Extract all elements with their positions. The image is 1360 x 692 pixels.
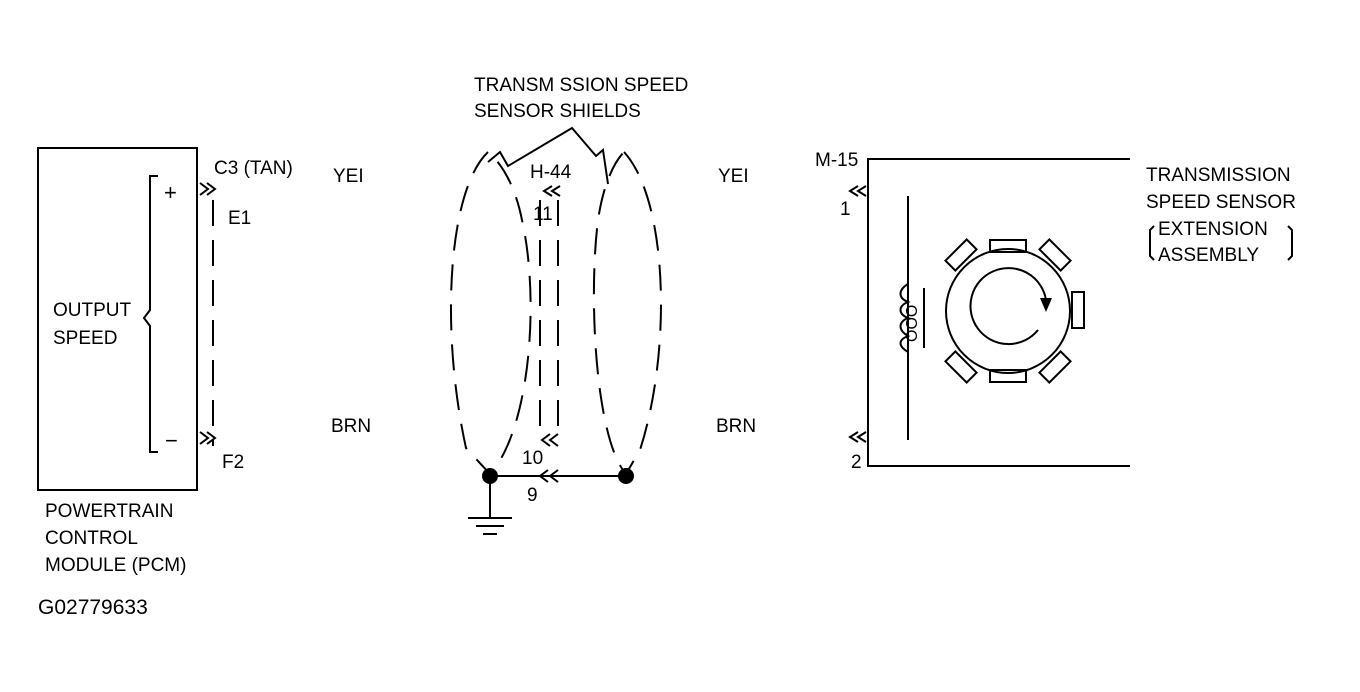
shields-pin-9: 9 [527, 485, 538, 506]
shields-pin-10: 10 [522, 448, 543, 469]
right-shield-loop [592, 150, 662, 476]
sensor-frame [867, 158, 1130, 467]
pcm-connector-f2-symbol [199, 431, 217, 445]
pcm-pin-f2: F2 [222, 452, 244, 473]
wire-color-top-left: YEI [333, 166, 364, 187]
sensor-connector-label: M-15 [815, 150, 858, 171]
pcm-connector-e1-symbol [199, 182, 217, 196]
sensor-name-2: SPEED SENSOR [1146, 192, 1296, 213]
figure-id: G02779633 [38, 596, 148, 619]
sensor-name-3: EXTENSION [1158, 219, 1268, 240]
shields-connector-pin9-symbol [538, 469, 559, 483]
left-shield-loop [449, 150, 532, 476]
wire-color-bottom-left: BRN [331, 416, 371, 437]
sensor-name-4: ASSEMBLY [1158, 245, 1259, 266]
tone-wheel-icon [944, 238, 1085, 384]
pcm-pin-e1: E1 [228, 208, 251, 229]
shields-title: TRANSM SSION SPEED [474, 75, 688, 96]
shields-pointer-lines [487, 126, 609, 185]
wire-color-top-right: YEI [718, 166, 749, 187]
shields-connector-pin11-symbol [542, 185, 561, 197]
sensor-pin-1: 1 [840, 199, 851, 220]
sensor-name-bracket-left [1149, 225, 1155, 261]
pcm-plus-symbol: + [164, 180, 177, 205]
shields-connector-pin10-symbol [540, 433, 559, 447]
wire-color-bottom-right: BRN [716, 416, 756, 437]
sensor-name-bracket-right [1287, 225, 1293, 261]
pcm-output-speed-label-2: SPEED [53, 328, 117, 349]
pcm-box [37, 147, 198, 491]
pcm-name-3: MODULE (PCM) [45, 555, 186, 576]
sensor-connector-pin1-symbol [848, 185, 867, 197]
shields-connector-label: H-44 [530, 162, 572, 183]
pcm-minus-symbol: − [165, 428, 178, 453]
pcm-connector-label: C3 (TAN) [214, 158, 293, 179]
sensor-coil-icon [899, 283, 911, 353]
sensor-name: TRANSMISSION [1146, 165, 1291, 186]
pcm-name-2: CONTROL [45, 528, 138, 549]
sensor-connector-pin2-symbol [848, 431, 867, 443]
shields-title-2: SENSOR SHIELDS [474, 101, 641, 122]
right-shield-splice [618, 468, 634, 484]
pcm-output-speed-label: OUTPUT [53, 300, 132, 321]
sensor-coil-label: OOO [904, 305, 921, 342]
pcm-name: POWERTRAIN [45, 501, 173, 522]
pcm-output-speed-bracket [142, 175, 158, 453]
shields-pin-11: 11 [533, 204, 553, 225]
sensor-pin-2: 2 [851, 452, 862, 473]
ground-icon [468, 517, 512, 535]
